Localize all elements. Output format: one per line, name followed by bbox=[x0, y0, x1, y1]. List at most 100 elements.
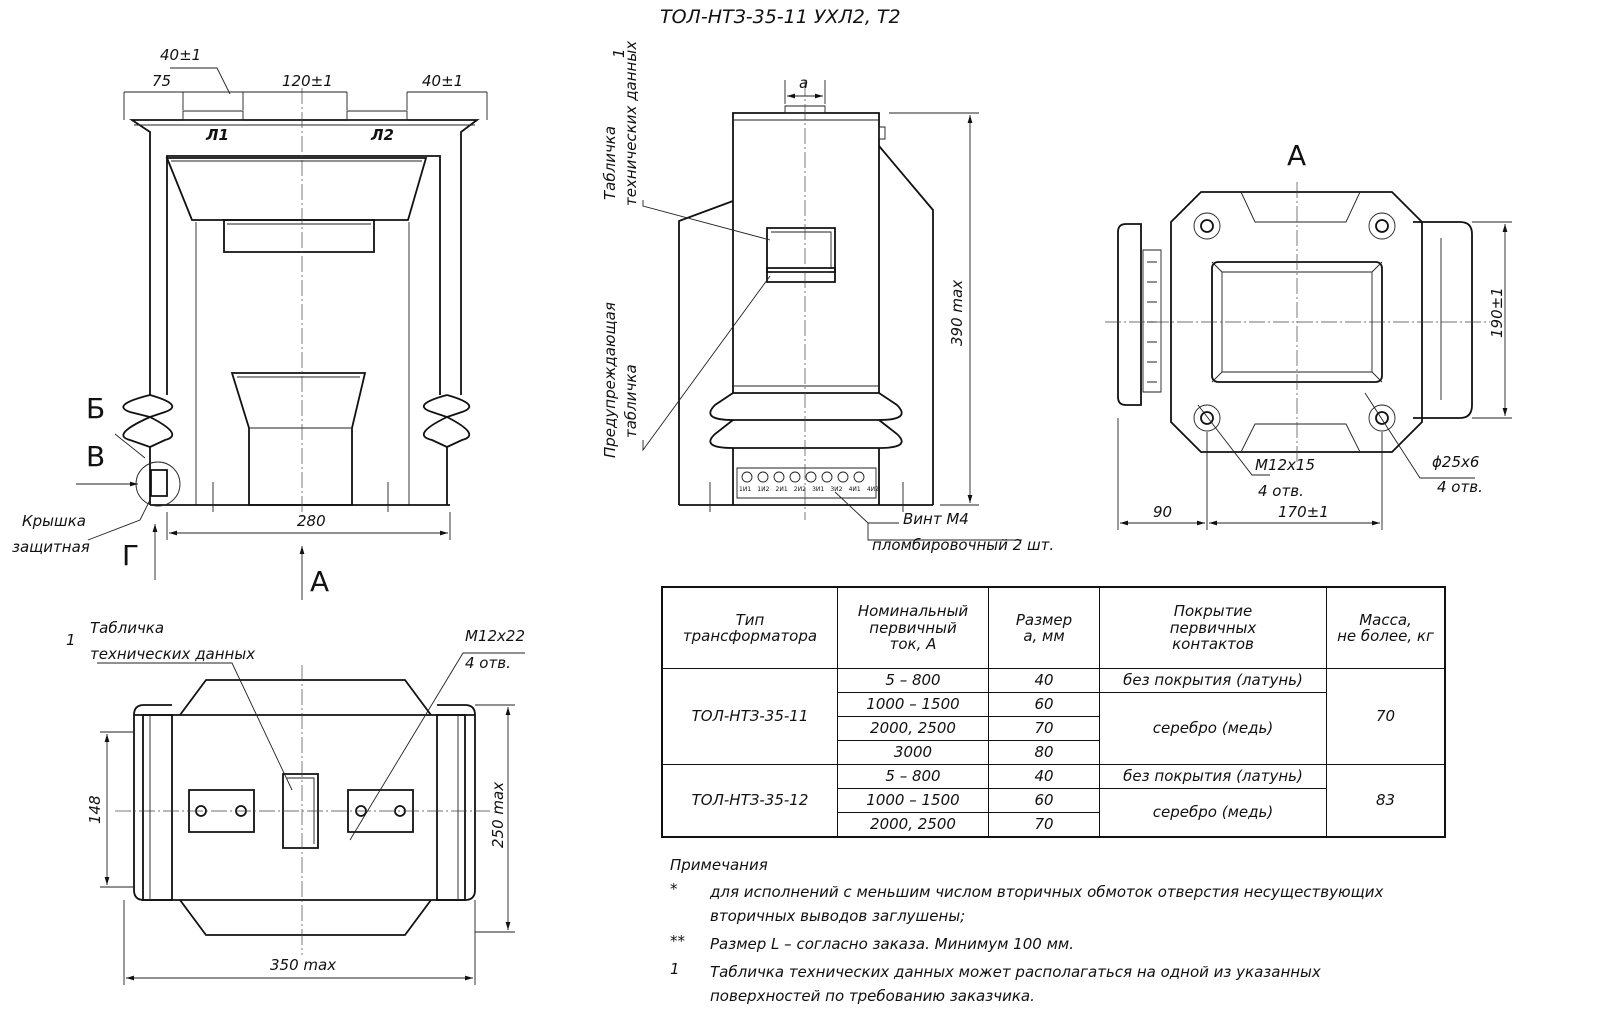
note-text: для исполнений с меньшим числом вторичны… bbox=[710, 883, 1384, 925]
note-marker: ** bbox=[670, 932, 685, 950]
size-cell: 60 bbox=[988, 691, 1100, 717]
section-label-b: Б bbox=[86, 392, 106, 425]
terminal-screws bbox=[742, 472, 864, 482]
table-row: 2000, 2500 70 bbox=[662, 715, 1445, 741]
header-size: Размер a, мм bbox=[988, 586, 1100, 669]
top-view bbox=[97, 653, 525, 985]
current-cell: 1000 – 1500 bbox=[837, 787, 989, 813]
note-item: 1 Табличка технических данных может расп… bbox=[670, 960, 1420, 1008]
coating-cell: без покрытия (латунь) bbox=[1099, 763, 1327, 789]
view-a-hole-label: ϕ25х6 bbox=[1432, 453, 1480, 471]
current-cell: 2000, 2500 bbox=[837, 715, 989, 741]
coating-cell: серебро (медь) bbox=[1099, 691, 1327, 765]
view-a-arrow-label: А bbox=[310, 565, 330, 598]
size-cell: 80 bbox=[988, 739, 1100, 765]
top-plate-label-line1: Табличка bbox=[90, 619, 165, 637]
current-cell: 1000 – 1500 bbox=[837, 691, 989, 717]
terminal-l1-label: Л1 bbox=[206, 126, 229, 144]
table-row: ТОЛ-НТЗ-35-11 5 – 800 40 без покрытия (л… bbox=[661, 668, 1446, 765]
terminal-mark: 3И1 bbox=[812, 486, 825, 493]
header-type: Тип трансформатора bbox=[661, 586, 838, 669]
table-row: 1000 – 1500 60 серебро (медь) bbox=[662, 787, 1445, 838]
type-cell: ТОЛ-НТЗ-35-11 bbox=[661, 668, 838, 765]
dim-190-label: 190±1 bbox=[1488, 287, 1506, 338]
size-cell: 40 bbox=[988, 763, 1100, 789]
note-item: * для исполнений с меньшим числом вторич… bbox=[670, 880, 1420, 928]
terminal-mark: 1И2 bbox=[757, 486, 770, 493]
note-marker: * bbox=[670, 880, 678, 898]
dim-390-label: 390 max bbox=[948, 279, 966, 346]
size-cell: 60 bbox=[988, 787, 1100, 813]
drawing-title: ТОЛ-НТЗ-35-11 УХЛ2, Т2 bbox=[660, 6, 901, 28]
cover-label-line2: защитная bbox=[12, 538, 90, 556]
current-cell: 2000, 2500 bbox=[837, 811, 989, 838]
section-label-g: Г bbox=[122, 539, 140, 572]
dim-90-label: 90 bbox=[1153, 503, 1173, 521]
terminal-mark: 2И1 bbox=[775, 486, 788, 493]
dim-40-top: 40±1 bbox=[160, 46, 202, 64]
side-view bbox=[643, 80, 1022, 540]
size-cell: 70 bbox=[988, 715, 1100, 741]
type-cell: ТОЛ-НТЗ-35-12 bbox=[661, 763, 838, 838]
section-label-v: В bbox=[86, 440, 106, 473]
specification-table: Тип трансформатора Номинальный первичный… bbox=[661, 586, 1446, 838]
dim-350-label: 350 max bbox=[270, 956, 337, 974]
note-text: Размер L – согласно заказа. Минимум 100 … bbox=[710, 935, 1074, 953]
table-row: ТОЛ-НТЗ-35-12 5 – 800 40 без покрытия (л… bbox=[661, 763, 1446, 838]
terminal-mark: 2И2 bbox=[793, 486, 806, 493]
dim-75: 75 bbox=[152, 72, 172, 90]
header-mass: Масса, не более, кг bbox=[1326, 586, 1446, 669]
terminal-mark: 4И1 bbox=[848, 486, 861, 493]
dim-280: 280 bbox=[297, 512, 326, 530]
note-marker: 1 bbox=[670, 960, 680, 978]
screw-label-line2: пломбировочный 2 шт. bbox=[872, 536, 1055, 554]
top-note-number: 1 bbox=[66, 631, 76, 649]
header-coating: Покрытие первичных контактов bbox=[1099, 586, 1327, 669]
dim-148-label: 148 bbox=[86, 795, 104, 824]
terminal-marks: 1И1 1И2 2И1 2И2 3И1 3И2 4И1 4И2 bbox=[739, 486, 879, 493]
size-cell: 70 bbox=[988, 811, 1100, 838]
view-a-hole-count: 4 отв. bbox=[1437, 478, 1483, 496]
side-plate-label-line2: технических данных bbox=[622, 40, 640, 206]
dim-250-label: 250 max bbox=[489, 781, 507, 848]
dim-a-label: a bbox=[799, 74, 809, 92]
coating-cell: серебро (медь) bbox=[1099, 787, 1327, 838]
note-item: ** Размер L – согласно заказа. Минимум 1… bbox=[670, 932, 1420, 956]
mass-cell: 70 bbox=[1326, 668, 1446, 765]
warning-plate-label-line1: Предупреждающая bbox=[601, 302, 619, 458]
view-a-thread-label: М12х15 bbox=[1255, 456, 1315, 474]
current-cell: 5 – 800 bbox=[837, 668, 989, 693]
cover-label-line1: Крышка bbox=[22, 512, 86, 530]
mass-cell: 83 bbox=[1326, 763, 1446, 838]
dim-120: 120±1 bbox=[282, 72, 333, 90]
front-view bbox=[76, 68, 487, 600]
table-row: 3000 80 bbox=[662, 739, 1445, 765]
terminal-mark: 4И2 bbox=[866, 486, 879, 493]
table-row: 2000, 2500 70 bbox=[662, 811, 1445, 838]
coating-cell: без покрытия (латунь) bbox=[1099, 668, 1327, 693]
side-plate-label-line1: Табличка bbox=[601, 125, 619, 200]
dim-170-label: 170±1 bbox=[1278, 503, 1329, 521]
current-cell: 5 – 800 bbox=[837, 763, 989, 789]
top-thread-label: М12х22 bbox=[465, 627, 525, 645]
note-text: Табличка технических данных может распол… bbox=[710, 963, 1321, 1005]
top-plate-label-line2: технических данных bbox=[90, 645, 256, 663]
view-a bbox=[1105, 182, 1512, 530]
notes-block: Примечания * для исполнений с меньшим чи… bbox=[670, 856, 1420, 1012]
screw-label-line1: Винт М4 bbox=[903, 510, 969, 528]
top-thread-count: 4 отв. bbox=[465, 654, 511, 672]
dim-40-right: 40±1 bbox=[422, 72, 464, 90]
table-row: 1000 – 1500 60 серебро (медь) bbox=[662, 691, 1445, 765]
table-header-row: Тип трансформатора Номинальный первичный… bbox=[661, 586, 1446, 669]
terminal-mark: 3И2 bbox=[830, 486, 843, 493]
current-cell: 3000 bbox=[837, 739, 989, 765]
warning-plate-label-line2: табличка bbox=[622, 364, 640, 438]
terminal-l2-label: Л2 bbox=[371, 126, 394, 144]
size-cell: 40 bbox=[988, 668, 1100, 693]
header-current: Номинальный первичный ток, А bbox=[837, 586, 989, 669]
view-a-title: А bbox=[1287, 139, 1307, 172]
view-a-thread-count: 4 отв. bbox=[1258, 482, 1304, 500]
terminal-mark: 1И1 bbox=[739, 486, 752, 493]
notes-title: Примечания bbox=[670, 856, 768, 874]
